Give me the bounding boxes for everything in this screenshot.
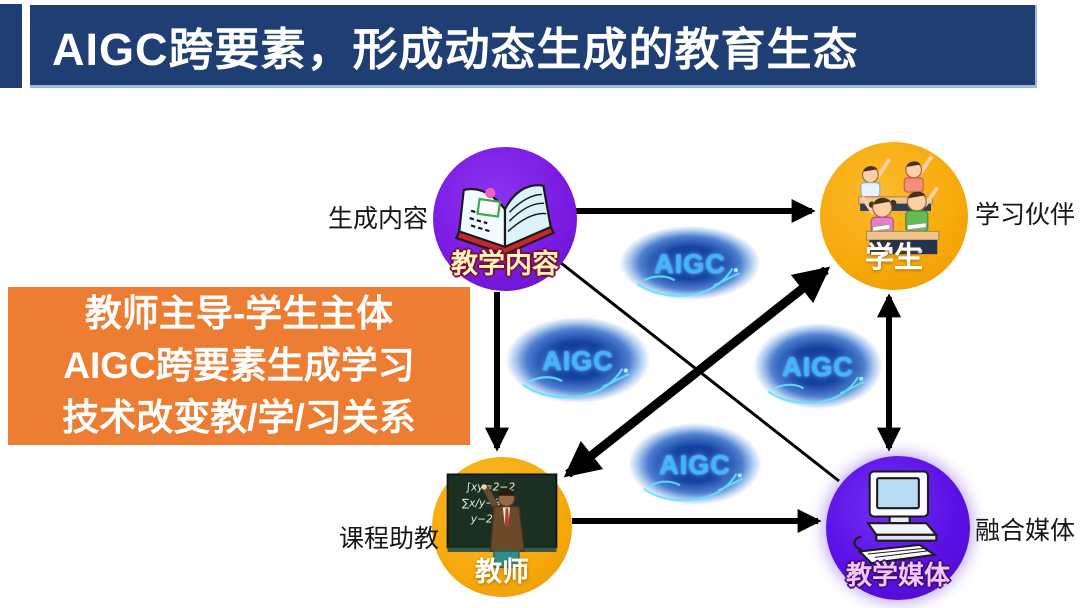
node-teaching-content: 教学内容: [433, 147, 577, 291]
node-label: 教学内容: [451, 249, 559, 279]
side-label-media: 融合媒体: [975, 517, 1076, 545]
callout-line-2: AIGC跨要素生成学习: [63, 345, 415, 387]
svg-text:y−2: y−2: [470, 512, 493, 525]
aigc-cloud-bottom: AIGC: [627, 422, 763, 506]
teacher-at-blackboard-icon: ∫xy=2−2 ∑x/y−3 y−2: [446, 473, 558, 568]
callout-line-1: 教师主导-学生主体: [84, 293, 394, 335]
callout-line-3: 技术改变教/学/习关系: [62, 396, 416, 438]
node-label: 教学媒体: [845, 560, 950, 590]
title-accent-bar: [0, 4, 22, 88]
desktop-computer-icon: [853, 470, 939, 565]
open-book-icon: [454, 184, 556, 256]
node-teaching-media: 教学媒体: [826, 456, 970, 600]
node-label: 教师: [475, 557, 529, 587]
node-students: 学生: [820, 142, 968, 290]
node-teacher: ∫xy=2−2 ∑x/y−3 y−2 教师: [432, 457, 572, 597]
aigc-label: AIGC: [654, 248, 726, 279]
page-title: AIGC跨要素，形成动态生成的教育生态: [52, 23, 859, 75]
title-bar: AIGC跨要素，形成动态生成的教育生态: [30, 5, 1037, 88]
students-raising-hands-icon: [858, 155, 940, 255]
side-label-teacher: 课程助教: [339, 525, 440, 553]
aigc-label: AIGC: [659, 449, 731, 480]
aigc-cloud-right: AIGC: [752, 322, 884, 410]
aigc-label: AIGC: [542, 345, 614, 376]
aigc-cloud-left: AIGC: [504, 316, 652, 404]
side-label-content: 生成内容: [328, 205, 429, 233]
aigc-cloud-top: AIGC: [618, 225, 762, 301]
arrow-teacher-students-bidirectional: [563, 266, 831, 478]
side-label-students: 学习伙伴: [975, 201, 1076, 229]
aigc-label: AIGC: [782, 351, 854, 382]
node-label: 学生: [864, 242, 923, 274]
key-message-callout: 教师主导-学生主体 AIGC跨要素生成学习 技术改变教/学/习关系: [8, 287, 470, 445]
